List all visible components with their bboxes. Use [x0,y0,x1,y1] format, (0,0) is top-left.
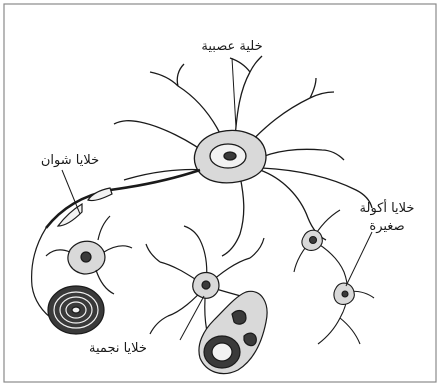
neuron-nucleolus [224,152,236,160]
leader-lines [62,58,372,340]
blood-vessel-inner [212,343,232,361]
microglia-nucleus [310,237,317,244]
leader-microglia [346,232,372,286]
schwann-cells [32,188,132,334]
label-astrocyte: خلايا نجمية [89,341,147,356]
label-microglia-line1: خلايا أكولة [360,199,415,216]
astrocyte [146,226,267,374]
microglia-processes [294,210,374,344]
astrocyte-nucleus [202,281,210,289]
microglia [294,210,374,344]
label-microglia-line2: صغيرة [369,219,404,234]
label-neuron: خلية عصبية [201,39,262,54]
label-schwann: خلايا شوان [41,153,99,168]
leader-schwann [62,170,80,214]
leader-neuron [232,58,236,128]
myelin-spiral [48,286,104,334]
schwann-cell-nucleus [81,252,91,262]
neuron-dendrites-lower [222,168,372,256]
leader-astrocyte [180,296,204,340]
microglia-nucleus-2 [342,291,348,297]
